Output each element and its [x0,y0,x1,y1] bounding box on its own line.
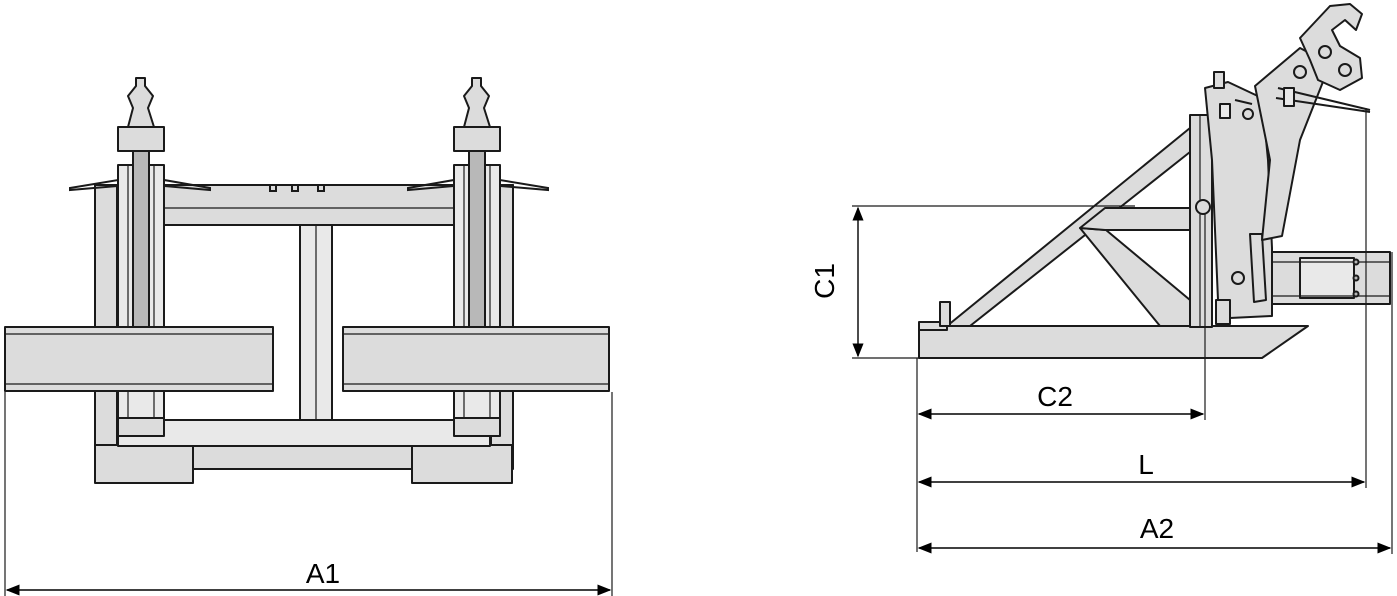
front-right-drum [342,326,610,392]
side-rear-mount [1271,251,1391,305]
front-base [94,419,514,484]
dimension-label-a1: A1 [306,558,340,589]
side-view: C1 C2 L A2 [809,3,1393,554]
side-diagonal-brace [939,127,1191,327]
side-hook-arm [1254,3,1371,241]
dimension-label-l: L [1138,449,1154,480]
dimension-a2: A2 [917,252,1393,554]
side-clamp-plate [1204,71,1273,325]
side-upright [1189,114,1213,328]
dimension-l: L [917,108,1367,488]
dimension-c1: C1 [809,205,1135,359]
side-base-plate [918,321,1309,359]
dimension-c2: C2 [916,214,1206,552]
front-left-drum [4,326,274,392]
dimension-label-c2: C2 [1037,381,1073,412]
front-view: A1 [4,77,613,596]
dimension-label-a2: A2 [1140,513,1174,544]
dimension-a1: A1 [4,392,613,596]
dimension-label-c1: C1 [809,263,840,299]
